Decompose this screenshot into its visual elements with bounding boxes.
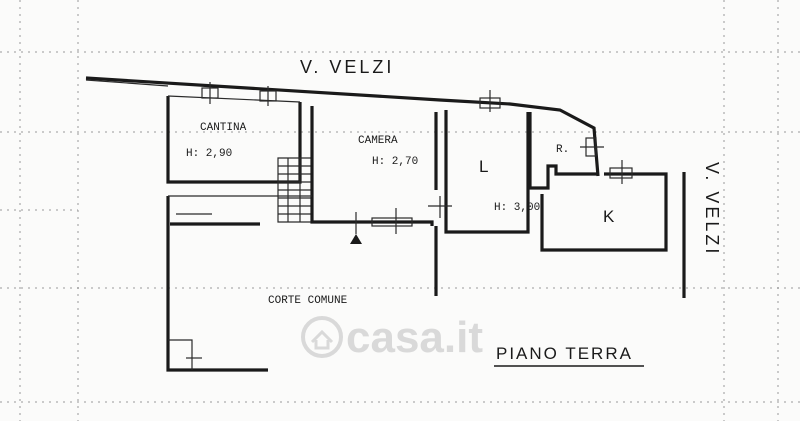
- watermark-text: casa.it: [346, 313, 483, 362]
- openings: [201, 82, 633, 244]
- street-label-right: V. VELZI: [702, 162, 722, 256]
- room-label-k: K: [603, 207, 615, 226]
- floor-title: PIANO TERRA: [496, 344, 633, 363]
- room-height-camera: H: 2,70: [372, 156, 418, 168]
- room-label-r: R.: [556, 144, 569, 156]
- watermark: casa.it: [301, 313, 483, 362]
- street-label-top: V. VELZI: [300, 57, 394, 77]
- room-label-camera: CAMERA: [358, 135, 398, 147]
- room-height-l: H: 3,00: [494, 202, 540, 214]
- room-label-cantina: CANTINA: [200, 122, 247, 134]
- room-label-l: L: [479, 157, 488, 176]
- room-height-cantina: H: 2,90: [186, 148, 232, 160]
- room-label-corte: CORTE COMUNE: [268, 295, 348, 307]
